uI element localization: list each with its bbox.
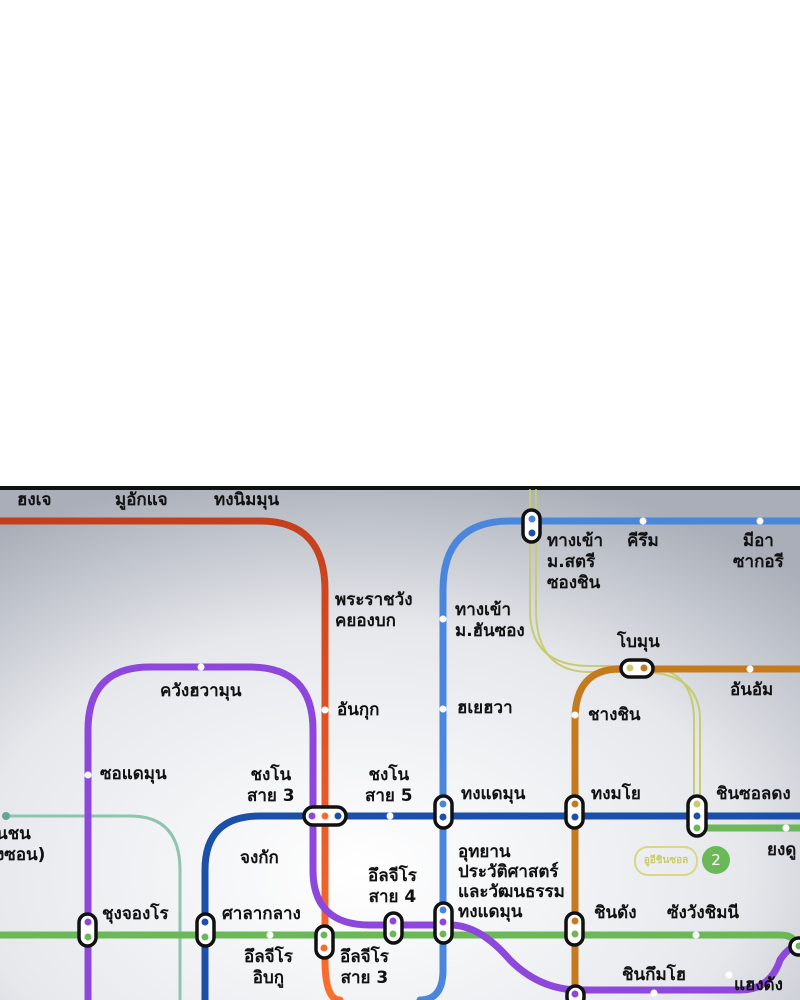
station-label-jongno3: ชงโน สาย 3 [247, 765, 295, 806]
station-label-kirim: คีรึม [627, 531, 659, 551]
station-label-gate-sookmyung: ทางเข้า ม.สตรี ซองชิน [547, 531, 604, 593]
station-label-dongdaemun: ทงแดมุน [461, 784, 526, 804]
red-orange-line [0, 517, 344, 1000]
station-label-bomun: โบมุน [617, 632, 660, 652]
station-label-haengdang: แฮงดัง [734, 975, 783, 995]
ui-sinseol-line-badge: อูอีชินซอล [634, 846, 698, 876]
station-label-gate-hansung: ทางเข้า ม.ฮันซอง [455, 600, 525, 641]
dark-blue-line [201, 812, 800, 1000]
station-label-mugakjae: มูอักแจ [115, 490, 168, 510]
station-label-euljiro4: อึลจีโร สาย 4 [368, 866, 417, 907]
station-label-dongmyo: ทงมโย [591, 784, 641, 804]
station-label-seodaemun: ซอแดมุน [100, 764, 167, 784]
station-label-tongnimmun: ทงนิมมุน [214, 490, 280, 510]
station-label-euljiro-ipgu: อึลจีโร อิบกู [244, 947, 293, 988]
station-label-sinkeumho: ชินกึมโฮ [622, 965, 687, 985]
station-label-yongdu: ยงดู [767, 840, 797, 860]
interchange-dots [84, 515, 800, 998]
station-label-sindang: ชินดัง [594, 903, 637, 923]
station-label-hyehwa: ฮเยฮวา [457, 698, 513, 718]
station-label-changsin: ชางชิน [588, 705, 641, 725]
station-label-palace: พระราชวัง คยองบก [335, 590, 413, 631]
station-label-jongno5: ชงโน สาย 5 [365, 765, 413, 806]
line-2-badge: 2 [702, 846, 730, 874]
station-dots [2, 517, 790, 997]
station-label-left-partial: นชน งซอน) [0, 824, 46, 865]
yellow-line [529, 489, 701, 811]
panel-border [0, 486, 800, 490]
station-label-sangwangsimni: ซังวังชิมนี [667, 903, 740, 923]
station-label-sinseoldong: ชินซอลดง [716, 784, 791, 804]
station-label-euljiro3: อึลจีโร สาย 3 [340, 947, 389, 988]
teal-line [3, 814, 182, 1000]
station-label-chungjeongno: ชุงจองโร [102, 904, 169, 924]
station-label-anam: อันอัม [730, 680, 774, 700]
station-label-hongje: ฮงเจ [17, 490, 52, 510]
station-label-jonggak: จงกัก [240, 848, 279, 868]
station-label-ddp: อุทยาน ประวัติศาสตร์ และวัฒนธรรม ทงแดมุน [458, 842, 565, 922]
station-label-miasagori: มีอา ซากอรี [733, 531, 784, 572]
station-label-anguk: อันกุก [337, 700, 380, 720]
station-label-cityhall: ศาลากลาง [222, 904, 301, 924]
station-label-kwanghwamun: ควังฮวามุน [160, 681, 242, 701]
light-blue-line [416, 517, 800, 1000]
